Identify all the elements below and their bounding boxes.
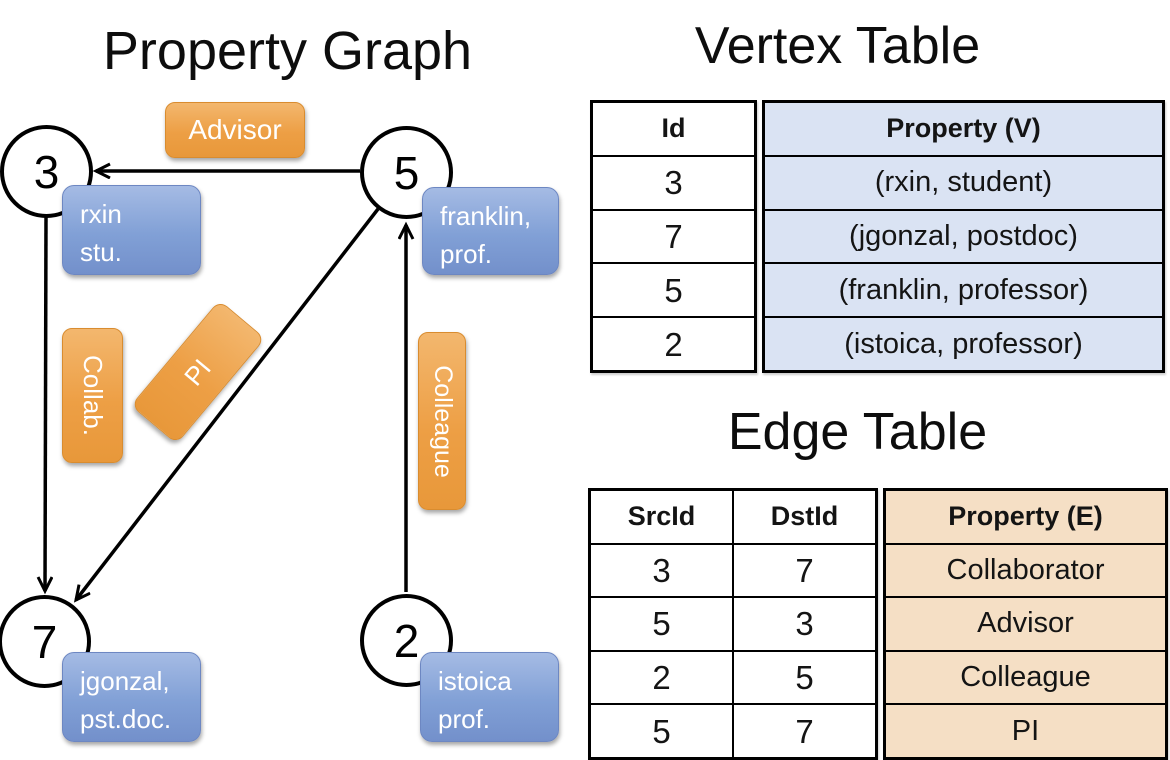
vertex-table-property-column: Property (V) (rxin, student) (jgonzal, p… [762, 100, 1165, 373]
vertex-table-cell: (jgonzal, postdoc) [765, 208, 1162, 263]
edge-table-cell: 3 [734, 596, 875, 650]
edge-table-dstid-column: DstId 7 3 5 7 [732, 491, 875, 757]
edge-label-collab: Collab. [62, 328, 123, 463]
edge-table-cell: Collaborator [886, 542, 1165, 597]
graph-node-5: 5 [360, 126, 453, 219]
edge-label-text: Colleague [428, 364, 457, 478]
edge-table-cell: 7 [734, 542, 875, 597]
edge-table-header-dstid: DstId [770, 501, 839, 532]
node-id: 2 [393, 614, 420, 667]
property-graph-title: Property Graph [102, 21, 473, 81]
edge-table-header-srcid: SrcId [627, 501, 696, 532]
vertex-property-line: istoica [438, 666, 512, 696]
edge-table-id-columns: SrcId 3 5 2 5 DstId 7 3 5 7 [588, 488, 878, 760]
edge-table-cell: 5 [591, 596, 732, 650]
edge-table-cell: Advisor [886, 596, 1165, 650]
vertex-property-box-3: rxin stu. [62, 185, 201, 275]
vertex-table: Id 3 7 5 2 Property (V) (rxin, student) … [590, 100, 1165, 373]
edge-table-cell: 5 [734, 649, 875, 704]
node-id: 3 [33, 145, 60, 198]
vertex-table-cell: (rxin, student) [765, 154, 1162, 209]
node-id: 5 [393, 146, 420, 199]
vertex-property-line: prof. [438, 703, 491, 734]
edge-label-text: PI [178, 352, 218, 391]
graph-edges [0, 0, 585, 760]
edge-table-header-property: Property (E) [948, 501, 1103, 532]
vertex-table-cell: 3 [593, 154, 754, 209]
vertex-table-cell: 7 [593, 208, 754, 263]
edge-table-srcid-column: SrcId 3 5 2 5 [591, 491, 732, 757]
vertex-table-cell: (franklin, professor) [765, 262, 1162, 316]
edge-label-colleague: Colleague [418, 332, 466, 510]
vertex-property-box-5: franklin, prof. [422, 187, 559, 275]
edge-pi-5-to-7 [76, 207, 380, 600]
edge-table-cell: Colleague [886, 649, 1165, 704]
vertex-table-header-property: Property (V) [886, 113, 1041, 144]
edge-table-cell: 3 [591, 542, 732, 597]
vertex-property-line: pst.doc. [80, 703, 172, 734]
vertex-property-line: rxin [80, 199, 122, 229]
edge-label-text: Collab. [78, 355, 108, 436]
edge-table: SrcId 3 5 2 5 DstId 7 3 5 7 Property (E)… [588, 488, 1168, 760]
edge-table-property-column: Property (E) Collaborator Advisor Collea… [883, 488, 1168, 760]
vertex-property-line: jgonzal, [80, 666, 170, 696]
edge-table-title: Edge Table [727, 403, 988, 461]
edge-table-cell: PI [886, 703, 1165, 757]
vertex-table-cell: (istoica, professor) [765, 316, 1162, 370]
vertex-table-id-column: Id 3 7 5 2 [590, 100, 757, 373]
vertex-property-line: prof. [440, 238, 493, 269]
vertex-table-cell: 2 [593, 316, 754, 370]
vertex-property-box-2: istoica prof. [420, 652, 559, 742]
vertex-table-header-id: Id [661, 113, 686, 144]
vertex-table-title: Vertex Table [694, 17, 981, 75]
vertex-property-line: franklin, [440, 201, 532, 231]
graph-node-2: 2 [360, 594, 453, 687]
edge-table-cell: 5 [591, 703, 732, 757]
edge-collab-3-to-7 [45, 216, 46, 591]
edge-table-cell: 2 [591, 649, 732, 704]
vertex-property-box-7: jgonzal, pst.doc. [62, 652, 201, 742]
vertex-table-cell: 5 [593, 262, 754, 316]
edge-label-advisor: Advisor [165, 102, 305, 158]
edge-label-text: Advisor [188, 114, 282, 145]
node-id: 7 [31, 615, 58, 668]
vertex-property-line: stu. [80, 236, 122, 267]
edge-table-cell: 7 [734, 703, 875, 757]
